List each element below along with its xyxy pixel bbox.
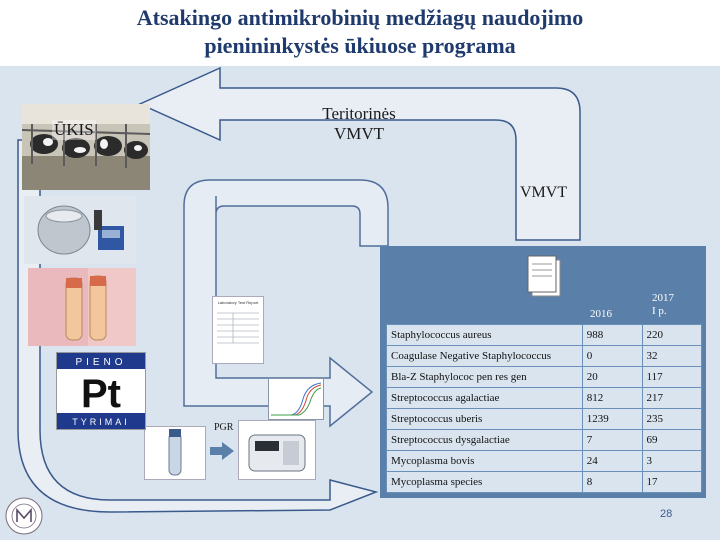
count-2017: 17: [642, 472, 702, 493]
count-2016: 1239: [582, 409, 642, 430]
column-header-2016: 2016: [590, 308, 612, 321]
pcr-machine-photo: [238, 420, 316, 480]
pathogen-name: Streptococcus dysgalactiae: [387, 430, 583, 451]
count-2016: 0: [582, 346, 642, 367]
table-row: Streptococcus dysgalactiae 7 69: [387, 430, 702, 451]
document-icon: [524, 254, 564, 300]
count-2017: 117: [642, 367, 702, 388]
count-2017: 3: [642, 451, 702, 472]
territorial-line-2: VMVT: [300, 124, 418, 144]
pcr-graph: [268, 378, 324, 420]
table-row: Bla-Z Staphylococ pen res gen 20 117: [387, 367, 702, 388]
table-row: Streptococcus uberis 1239 235: [387, 409, 702, 430]
svg-text:Pt: Pt: [81, 372, 121, 416]
count-2016: 20: [582, 367, 642, 388]
lab-report-thumbnail: Laboratory Test Report: [212, 296, 264, 364]
table-row: Staphylococcus aureus 988 220: [387, 325, 702, 346]
territorial-vmvt-label: Teritorinės VMVT: [300, 104, 418, 144]
milk-samples-photo: [28, 268, 136, 346]
lab-report-header: Laboratory Test Report: [213, 297, 263, 305]
farm-photo: [22, 104, 150, 190]
table-row: Coagulase Negative Staphylococcus 0 32: [387, 346, 702, 367]
results-table: Staphylococcus aureus 988 220 Coagulase …: [386, 324, 702, 493]
pcr-curve-image: [269, 379, 323, 419]
pathogen-name: Mycoplasma bovis: [387, 451, 583, 472]
pcr-machine-image: [239, 421, 315, 479]
pieno-tyrimai-logo: PIENO Pt TYRIMAI: [56, 352, 146, 430]
pt-logo-image: PIENO Pt TYRIMAI: [57, 353, 145, 429]
vmvt-label: VMVT: [520, 184, 567, 202]
pcr-label: PGR: [214, 422, 233, 433]
right-arrow-icon: [208, 440, 236, 462]
pathogen-name: Bla-Z Staphylococ pen res gen: [387, 367, 583, 388]
table-row: Mycoplasma species 8 17: [387, 472, 702, 493]
count-2017: 220: [642, 325, 702, 346]
count-2016: 24: [582, 451, 642, 472]
page-number: 28: [660, 508, 672, 520]
samples-image: [28, 268, 136, 346]
count-2016: 7: [582, 430, 642, 451]
pathogen-name: Mycoplasma species: [387, 472, 583, 493]
count-2017: 235: [642, 409, 702, 430]
count-2016: 812: [582, 388, 642, 409]
university-seal-logo: [4, 496, 44, 536]
report-lines-image: [213, 305, 263, 361]
column-header-2017: 2017 I p.: [652, 292, 674, 318]
territorial-line-1: Teritorinės: [300, 104, 418, 124]
svg-text:TYRIMAI: TYRIMAI: [72, 417, 130, 427]
count-2017: 32: [642, 346, 702, 367]
pathogen-name: Streptococcus uberis: [387, 409, 583, 430]
milk-tank-image: [24, 196, 136, 264]
farm-label: ŪKIS: [52, 120, 96, 140]
pathogen-name: Streptococcus agalactiae: [387, 388, 583, 409]
count-2016: 8: [582, 472, 642, 493]
pathogen-name: Coagulase Negative Staphylococcus: [387, 346, 583, 367]
count-2016: 988: [582, 325, 642, 346]
count-2017: 69: [642, 430, 702, 451]
swab-tube-photo: [144, 426, 206, 480]
column-header-2017-year: 2017: [652, 292, 674, 305]
tube-image: [145, 427, 205, 479]
count-2017: 217: [642, 388, 702, 409]
table-row: Mycoplasma bovis 24 3: [387, 451, 702, 472]
svg-text:PIENO: PIENO: [75, 357, 126, 368]
milk-tank-photo: [24, 196, 136, 264]
cows-image: [22, 104, 150, 190]
column-header-2017-period: I p.: [652, 305, 674, 318]
pathogen-name: Staphylococcus aureus: [387, 325, 583, 346]
table-row: Streptococcus agalactiae 812 217: [387, 388, 702, 409]
